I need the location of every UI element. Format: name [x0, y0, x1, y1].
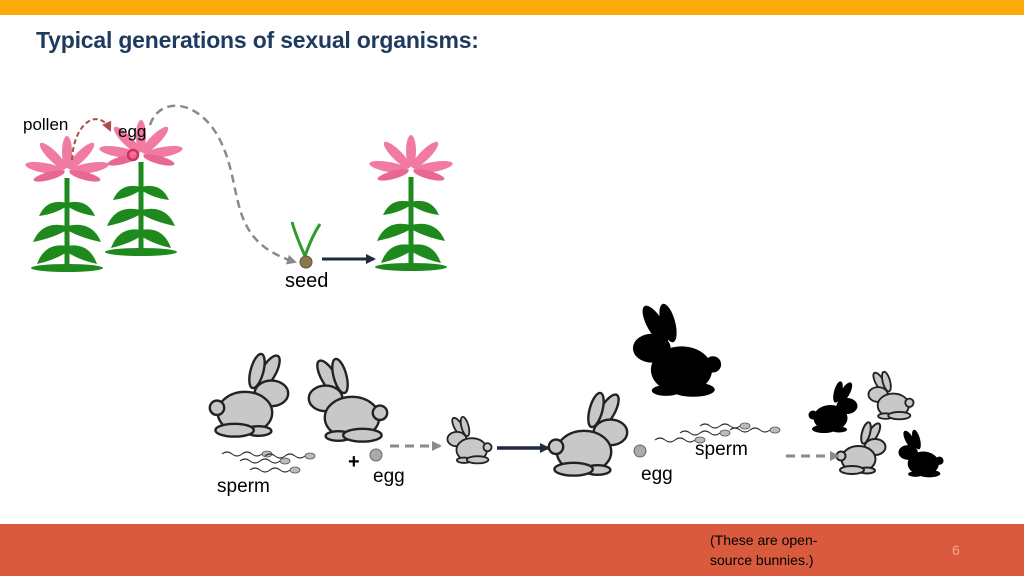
parent-bunny-2	[307, 356, 389, 443]
offspring-bunny-gray-1	[867, 369, 915, 421]
sperm-label-mid: sperm	[695, 439, 748, 460]
egg-cell-mid	[633, 444, 647, 458]
bottom-footer-bar	[0, 524, 1024, 576]
egg-label-left: egg	[373, 466, 405, 487]
sperm-cell	[264, 452, 316, 460]
grown-bunny	[547, 390, 629, 477]
sperm-label-left: sperm	[217, 476, 270, 497]
parent-bunny-1	[208, 351, 290, 438]
egg-label-mid: egg	[641, 464, 673, 485]
page-number: 6	[952, 542, 960, 558]
seed-label: seed	[285, 270, 328, 292]
pollen-label: pollen	[23, 115, 68, 134]
egg-cell-left	[369, 448, 383, 462]
top-accent-bar	[0, 0, 1024, 15]
seed-dispersal-arrow	[148, 104, 297, 265]
pollen-path-arrow	[71, 118, 112, 161]
sprout-leaf-left	[290, 221, 307, 257]
egg-marker	[126, 148, 140, 162]
seed	[299, 255, 313, 269]
sperm-cell	[221, 450, 273, 458]
plus-sign: +	[348, 451, 360, 473]
slide-title: Typical generations of sexual organisms:	[36, 27, 479, 53]
footer-note-line-2: source bunnies.)	[710, 552, 814, 568]
sperm-cell	[239, 457, 291, 465]
sperm-cell	[249, 466, 301, 474]
sprout-leaf-right	[303, 223, 322, 257]
footer-note-line-1: (These are open-	[710, 532, 818, 548]
sperm-cell	[679, 429, 731, 437]
baby-bunny	[446, 415, 493, 465]
footer-note: (These are open- source bunnies.)	[710, 530, 860, 570]
offspring-bunny-black-1	[808, 380, 858, 433]
parent-flower-1	[24, 136, 109, 272]
offspring-flower	[368, 135, 453, 271]
egg-label-plant: egg	[118, 122, 146, 141]
sperm-cell	[699, 422, 751, 430]
mate-bunny-black	[632, 302, 722, 397]
offspring-bunny-black-2	[898, 428, 944, 478]
